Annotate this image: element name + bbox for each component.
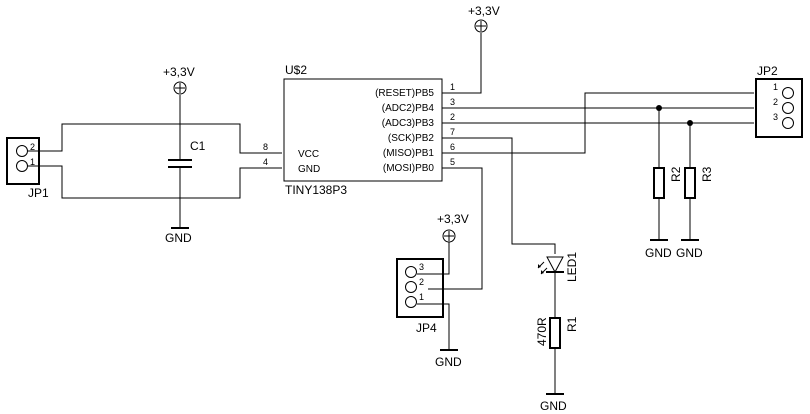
ic-part-label: TINY138P3 [285,183,347,197]
ic-pin-pb2-num: 7 [450,127,455,137]
jp2-label: JP2 [757,64,778,78]
gnd-label-jp4: GND [435,355,462,369]
jp2-pin-3: 3 [773,112,778,122]
jp2-pin-2: 2 [773,97,778,107]
jp4-wires: GND [417,242,462,369]
r1-label: R1 [565,316,579,332]
ic-pin-pb1-name: (MISO)PB1 [383,148,435,159]
vcc-symbol-jp4: +3,3V [437,212,469,243]
gnd-symbol-left: GND [165,227,192,245]
led1-label: LED1 [565,252,579,282]
vcc-label-left: +3,3V [163,65,195,79]
jp1-label: JP1 [28,186,49,200]
resistor-r1: R1 470R GND [535,316,579,413]
ic-pin-pb4-name: (ADC2)PB4 [382,103,435,114]
resistor-r3: R3 GND [676,123,714,260]
ic-pin-pb0-num: 5 [450,157,455,167]
gnd-label-r2: GND [645,246,672,260]
jp1-pin-2: 2 [30,142,35,152]
ic-pin-pb1-num: 6 [450,142,455,152]
jp4-label: JP4 [416,321,437,335]
ic-pin-pb4-num: 3 [450,97,455,107]
ic-u2: U$2 TINY138P3 VCC 8 GND 4 (RESET)PB5 1 (… [263,63,455,197]
gnd-label-r3: GND [676,246,703,260]
ic-pin-pb5-num: 1 [450,82,455,92]
vcc-symbol-left: +3,3V [163,65,195,95]
ic-right-wires [428,33,754,290]
jp4-pin-1: 1 [419,292,424,302]
ic-pin-vcc-num: 8 [263,142,268,152]
r2-label: R2 [669,166,683,182]
jp2-connector: JP2 1 2 3 [755,64,803,138]
jp1-pin-1: 1 [30,157,35,167]
jp1-connector: 2 1 JP1 [6,137,49,200]
c1-label: C1 [190,139,206,153]
jp1-wires [28,95,282,228]
r3-label: R3 [700,166,714,182]
ic-pin-pb5-name: (RESET)PB5 [375,88,434,99]
gnd-label-left: GND [165,231,192,245]
vcc-label-top: +3,3V [468,4,500,18]
gnd-label-r1: GND [540,399,567,413]
ic-pin-pb2-name: (SCK)PB2 [388,133,435,144]
ic-ref-label: U$2 [285,63,307,77]
vcc-symbol-top: +3,3V [468,4,500,33]
led-led1: LED1 [537,252,579,318]
resistor-r2: R2 GND [645,108,683,260]
ic-pin-pb3-name: (ADC3)PB3 [382,118,435,129]
ic-pin-pb3-num: 2 [450,112,455,122]
jp4-pin-2: 2 [419,277,424,287]
vcc-label-jp4: +3,3V [437,212,469,226]
capacitor-c1: C1 [168,139,206,168]
jp2-pin-1: 1 [773,82,778,92]
ic-pin-gnd-num: 4 [263,157,268,167]
ic-pin-vcc-name: VCC [298,149,319,160]
jp4-connector: 3 2 1 JP4 [396,258,444,335]
r1-value: 470R [535,317,549,346]
ic-pin-gnd-name: GND [298,164,320,175]
ic-pin-pb0-name: (MOSI)PB0 [383,163,435,174]
jp4-pin-3: 3 [419,262,424,272]
